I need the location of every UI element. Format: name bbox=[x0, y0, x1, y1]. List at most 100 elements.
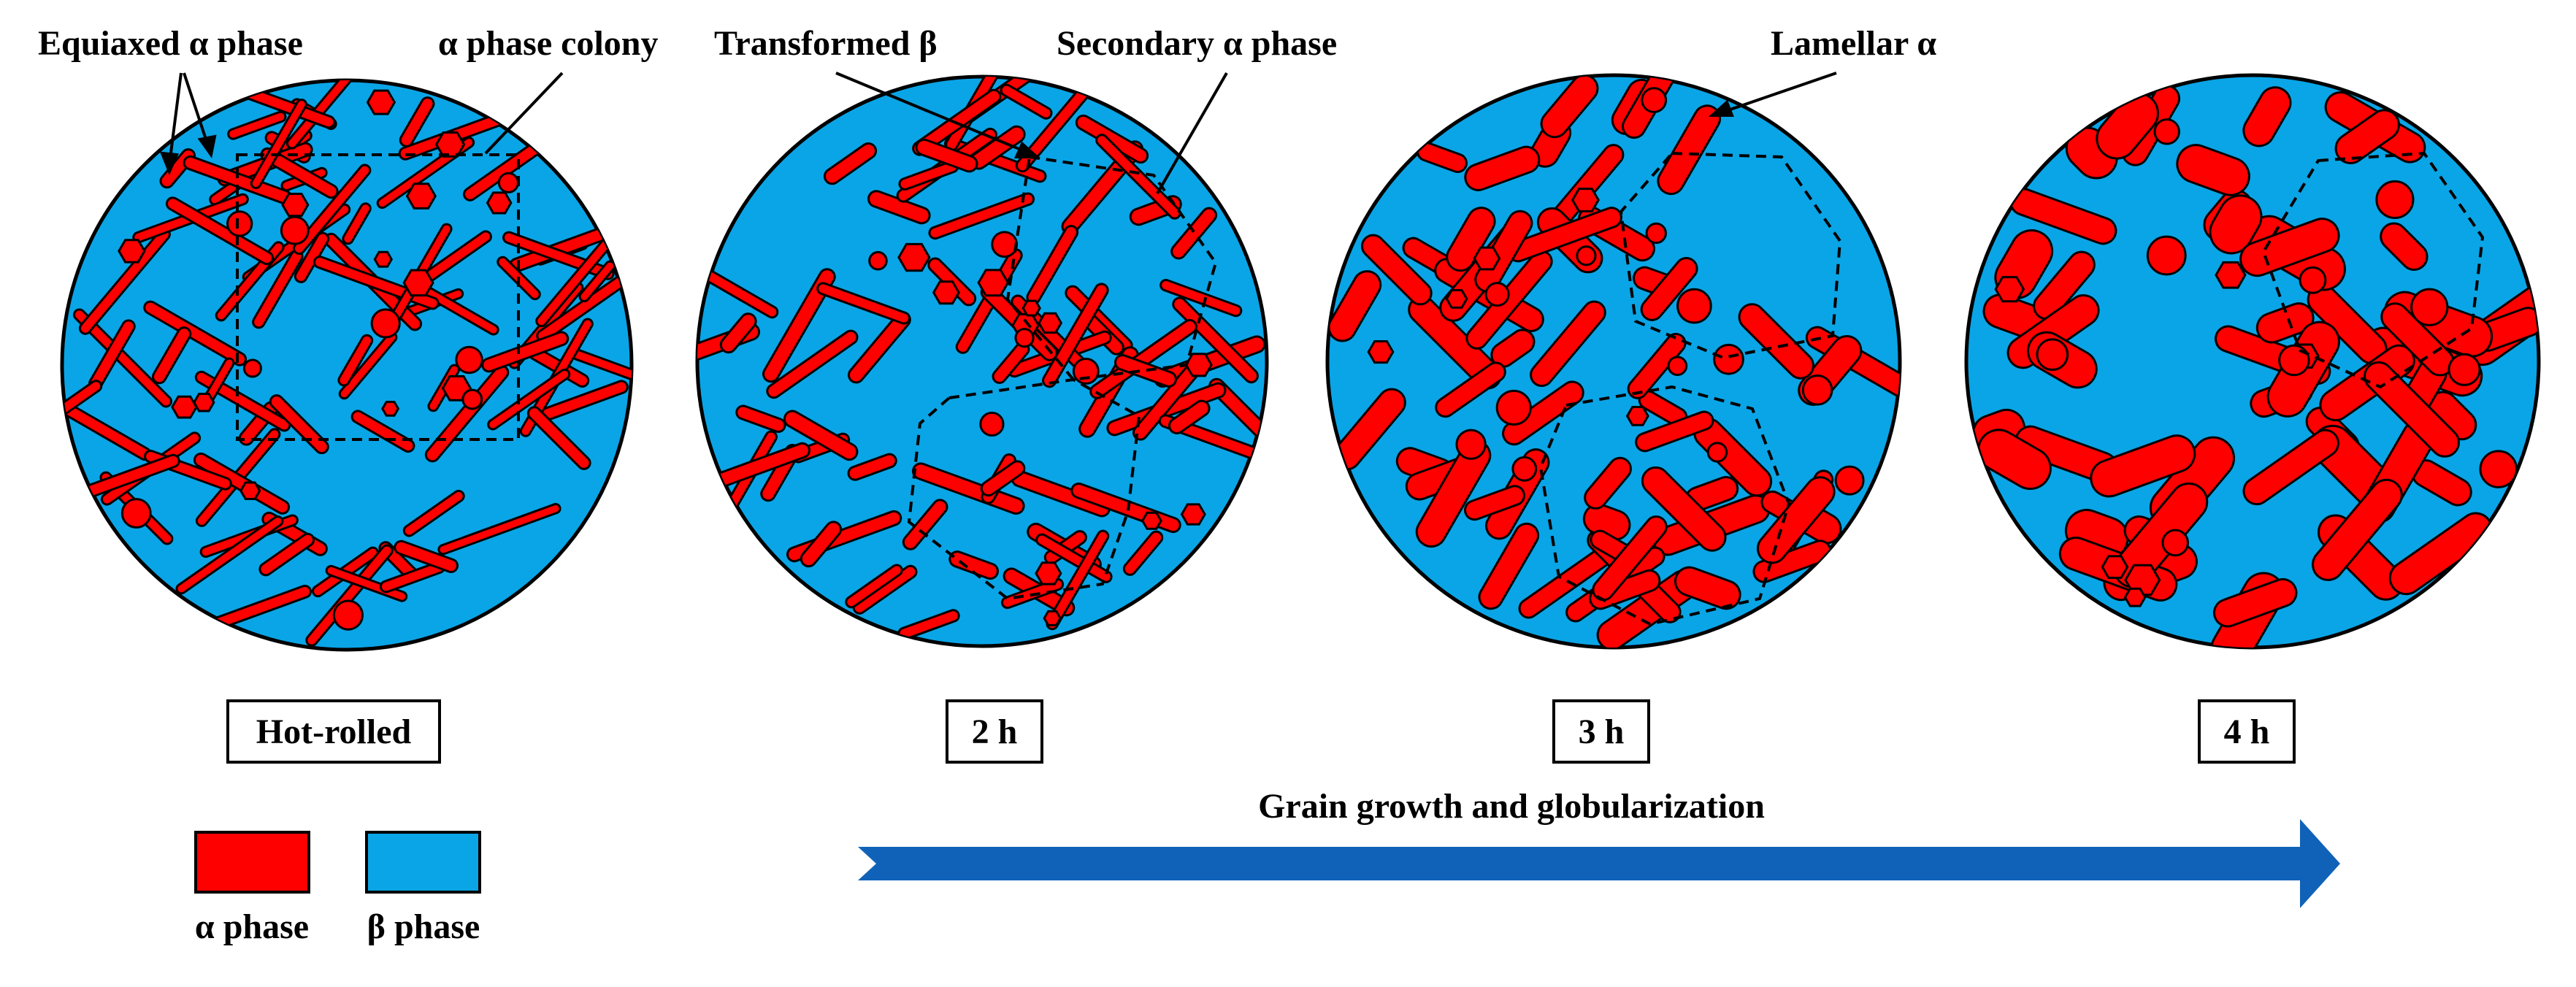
alpha-lath bbox=[1159, 279, 1243, 318]
alpha-grains-4h bbox=[1971, 84, 2539, 648]
legend-beta-swatch bbox=[365, 831, 481, 894]
alpha-lath bbox=[762, 268, 836, 383]
alpha-lath bbox=[1122, 530, 1164, 576]
alpha-globule bbox=[239, 481, 261, 501]
leader-equiaxed-2-arrowhead bbox=[197, 134, 217, 158]
alpha-globule bbox=[455, 345, 483, 375]
alpha-globule bbox=[118, 239, 146, 264]
alpha-lath bbox=[1435, 361, 1506, 418]
alpha-lath bbox=[487, 368, 571, 431]
alpha-lath bbox=[1463, 485, 1526, 521]
alpha-lath bbox=[2380, 222, 2429, 271]
alpha-globule bbox=[1455, 429, 1487, 460]
alpha-lath bbox=[399, 96, 435, 147]
alpha-lath bbox=[394, 539, 459, 573]
alpha-globule bbox=[1035, 561, 1062, 585]
alpha-globule bbox=[434, 131, 466, 158]
alpha-lath bbox=[823, 142, 878, 185]
label-secondary-alpha: Secondary α phase bbox=[1057, 24, 1337, 63]
alpha-globule bbox=[1072, 358, 1100, 385]
alpha-lath bbox=[845, 564, 903, 609]
alpha-lath bbox=[481, 331, 570, 373]
alpha-lath bbox=[1327, 270, 1382, 342]
label-transformed-beta: Transformed β bbox=[714, 24, 938, 63]
alpha-lath bbox=[1168, 399, 1211, 434]
alpha-globule bbox=[497, 172, 519, 193]
alpha-globule bbox=[2299, 266, 2327, 294]
alpha-lath bbox=[152, 326, 192, 385]
alpha-globule bbox=[1473, 246, 1501, 271]
alpha-grains-3h bbox=[1327, 75, 1900, 648]
legend-beta-label: β phase bbox=[367, 907, 480, 946]
alpha-globule bbox=[405, 183, 437, 210]
stage-label-box-hot-rolled bbox=[226, 699, 441, 764]
alpha-globule bbox=[2036, 338, 2069, 371]
label-alpha-colony: α phase colony bbox=[438, 24, 659, 63]
grain-boundary-3h bbox=[1538, 151, 1842, 626]
alpha-globule bbox=[897, 242, 931, 272]
alpha-globule bbox=[2146, 235, 2187, 276]
label-lamellar-alpha: Lamellar α bbox=[1771, 24, 1936, 63]
alpha-lath bbox=[526, 406, 591, 470]
alpha-globule bbox=[1495, 389, 1532, 426]
stage-label-3h: 3 h bbox=[1579, 713, 1625, 751]
alpha-globule bbox=[171, 395, 198, 419]
alpha-lath bbox=[1000, 83, 1053, 120]
leader-secondary-alpha bbox=[1156, 72, 1228, 194]
alpha-lath bbox=[1046, 529, 1110, 631]
alpha-lath bbox=[258, 532, 315, 577]
alpha-lath bbox=[1172, 296, 1259, 384]
alpha-globule bbox=[2101, 555, 2129, 580]
alpha-lath bbox=[2388, 512, 2493, 596]
alpha-lath bbox=[1657, 104, 1722, 196]
legend-alpha-swatch bbox=[194, 831, 310, 894]
leader-lamellar-alpha-arrowhead bbox=[1708, 99, 1734, 117]
alpha-lath bbox=[816, 282, 911, 325]
alpha-lath bbox=[2033, 250, 2096, 320]
alpha-lath bbox=[62, 380, 103, 416]
alpha-globule bbox=[1445, 288, 1468, 309]
alpha-lath bbox=[250, 99, 307, 190]
alpha-lath bbox=[1464, 145, 1541, 191]
alpha-globule bbox=[2447, 353, 2481, 386]
alpha-lath bbox=[293, 164, 372, 256]
alpha-lath bbox=[915, 138, 978, 173]
alpha-lath bbox=[1502, 380, 1584, 446]
alpha-globule bbox=[1484, 282, 1510, 307]
alpha-lath bbox=[424, 364, 510, 463]
alpha-globule bbox=[280, 215, 310, 245]
alpha-lath bbox=[1640, 256, 1698, 321]
alpha-globule bbox=[461, 388, 483, 410]
alpha-lath bbox=[2176, 144, 2250, 196]
alpha-lath bbox=[2242, 86, 2292, 147]
alpha-colony-outline bbox=[236, 153, 520, 441]
alpha-lath bbox=[165, 196, 275, 266]
alpha-globule bbox=[1676, 288, 1712, 324]
alpha-lath bbox=[73, 308, 173, 408]
alpha-lath bbox=[783, 410, 859, 461]
stage-label-box-4h bbox=[2198, 699, 2296, 764]
alpha-lath bbox=[1977, 429, 2052, 491]
alpha-lath bbox=[193, 452, 291, 515]
alpha-lath bbox=[1360, 234, 1433, 306]
leader-alpha-colony bbox=[484, 72, 564, 155]
alpha-globule bbox=[1713, 343, 1744, 375]
alpha-lath bbox=[2255, 302, 2315, 344]
stage-label-box-3h bbox=[1552, 699, 1650, 764]
alpha-lath bbox=[2364, 361, 2460, 458]
alpha-globule bbox=[1801, 375, 1833, 406]
alpha-globule bbox=[1667, 356, 1688, 377]
alpha-globule bbox=[281, 193, 310, 218]
alpha-lath bbox=[1035, 533, 1113, 583]
alpha-globule bbox=[1645, 222, 1667, 245]
alpha-globule bbox=[366, 89, 396, 115]
alpha-globule bbox=[402, 269, 434, 297]
label-equiaxed-alpha: Equiaxed α phase bbox=[38, 24, 303, 63]
alpha-lath bbox=[143, 300, 248, 366]
alpha-lath bbox=[1474, 210, 1533, 293]
alpha-lath bbox=[1114, 354, 1178, 388]
alpha-globule bbox=[373, 250, 394, 268]
alpha-lath bbox=[1530, 300, 1606, 388]
